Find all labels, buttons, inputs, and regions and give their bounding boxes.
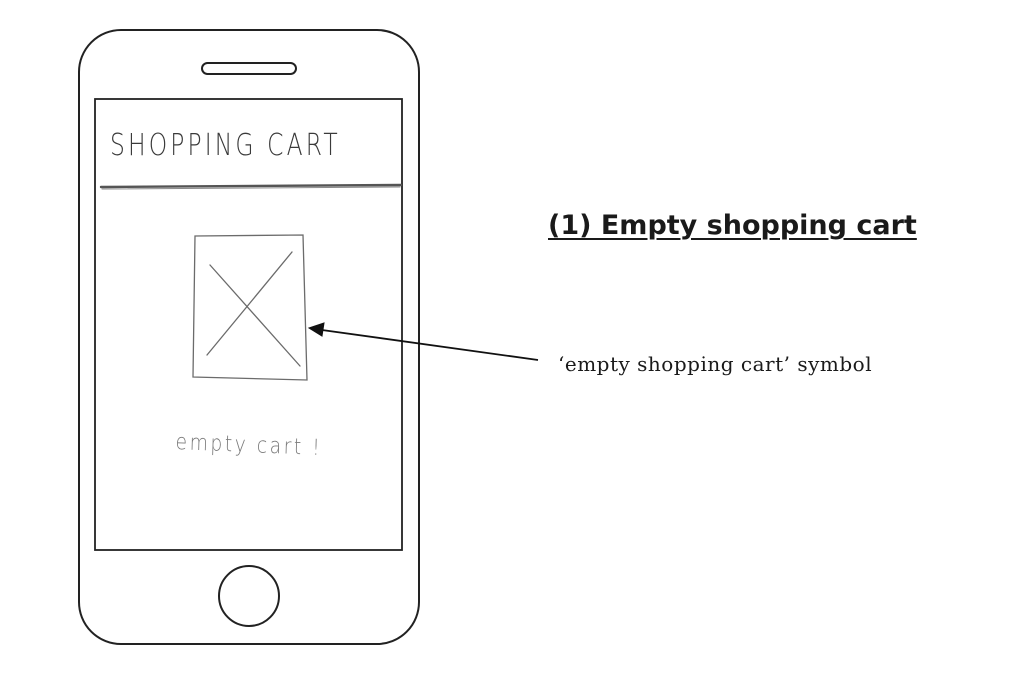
home-button	[218, 565, 280, 627]
image-placeholder-icon	[192, 234, 308, 381]
annotation-arrow-line	[321, 329, 539, 361]
cart-screen-title: SHOPPING CART	[110, 128, 341, 163]
image-placeholder-frame	[192, 234, 308, 381]
image-placeholder-cross-a	[209, 264, 301, 367]
phone-screen	[94, 98, 403, 551]
header-divider-shadow	[101, 186, 401, 190]
annotation-label: ‘empty shopping cart’ symbol	[558, 352, 873, 376]
header-divider	[99, 183, 403, 189]
phone-speaker	[201, 62, 297, 75]
annotation-arrowhead	[307, 322, 325, 337]
image-placeholder-cross-b	[206, 251, 293, 356]
section-heading: (1) Empty shopping cart	[548, 210, 917, 241]
